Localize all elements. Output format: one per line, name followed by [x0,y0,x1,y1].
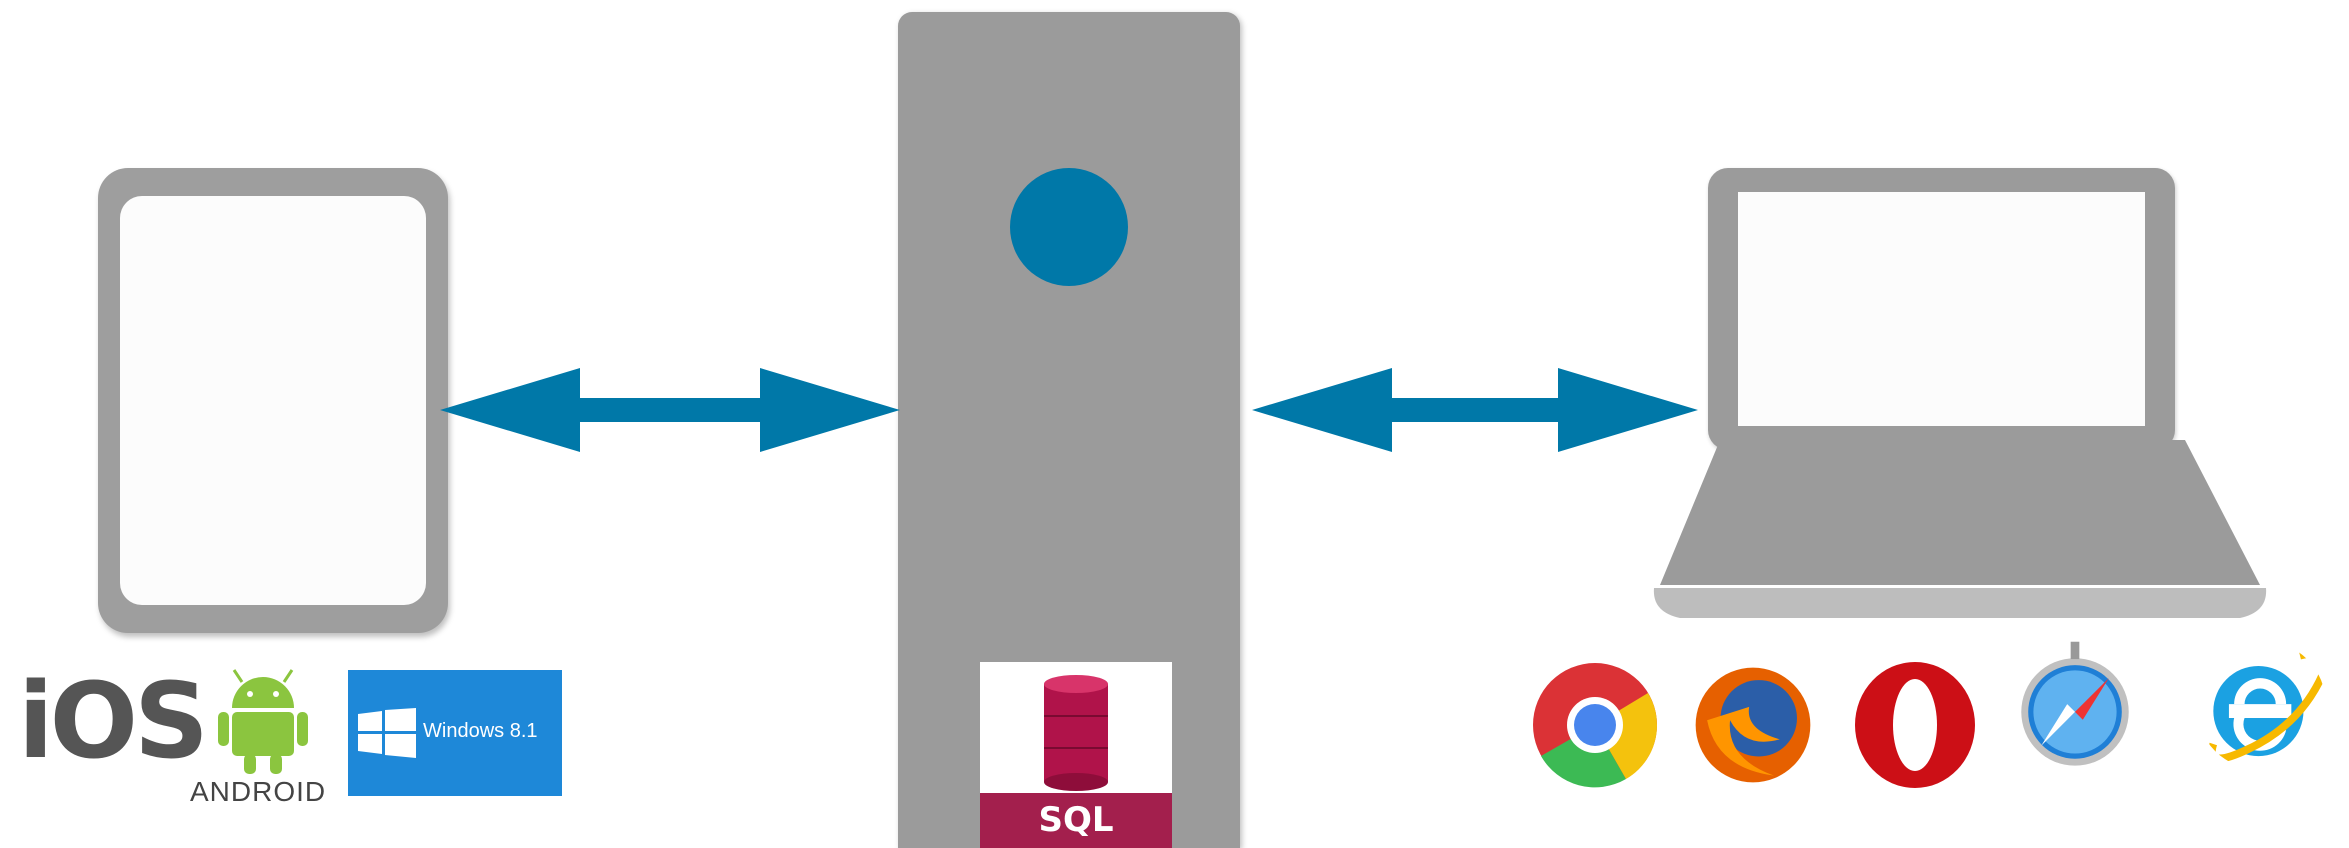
internet-explorer-icon [2208,649,2326,763]
chrome-icon [1533,663,1658,788]
tablet-device [98,168,448,633]
database-cylinder-icon [1044,675,1108,791]
sql-label: SQL [980,793,1172,848]
laptop-lid [1708,168,2175,450]
android-logo [218,669,308,774]
windows-logo: Windows 8.1 [348,670,562,796]
opera-icon [1855,662,1975,788]
server-status-light [1010,168,1128,286]
sql-database-icon: SQL [980,662,1172,848]
tablet-screen [120,196,426,605]
android-wordmark: ANDROID [190,776,327,807]
windows-label: Windows 8.1 [423,720,538,742]
safari-icon [2021,641,2129,766]
firefox-icon [1695,667,1811,783]
ios-logo: iOS [18,660,209,782]
laptop-base [1653,440,2267,618]
tablet-server-arrow [440,368,900,452]
laptop-screen [1738,192,2145,426]
windows-flag-icon [358,708,416,758]
server-laptop-arrow [1252,368,1698,452]
